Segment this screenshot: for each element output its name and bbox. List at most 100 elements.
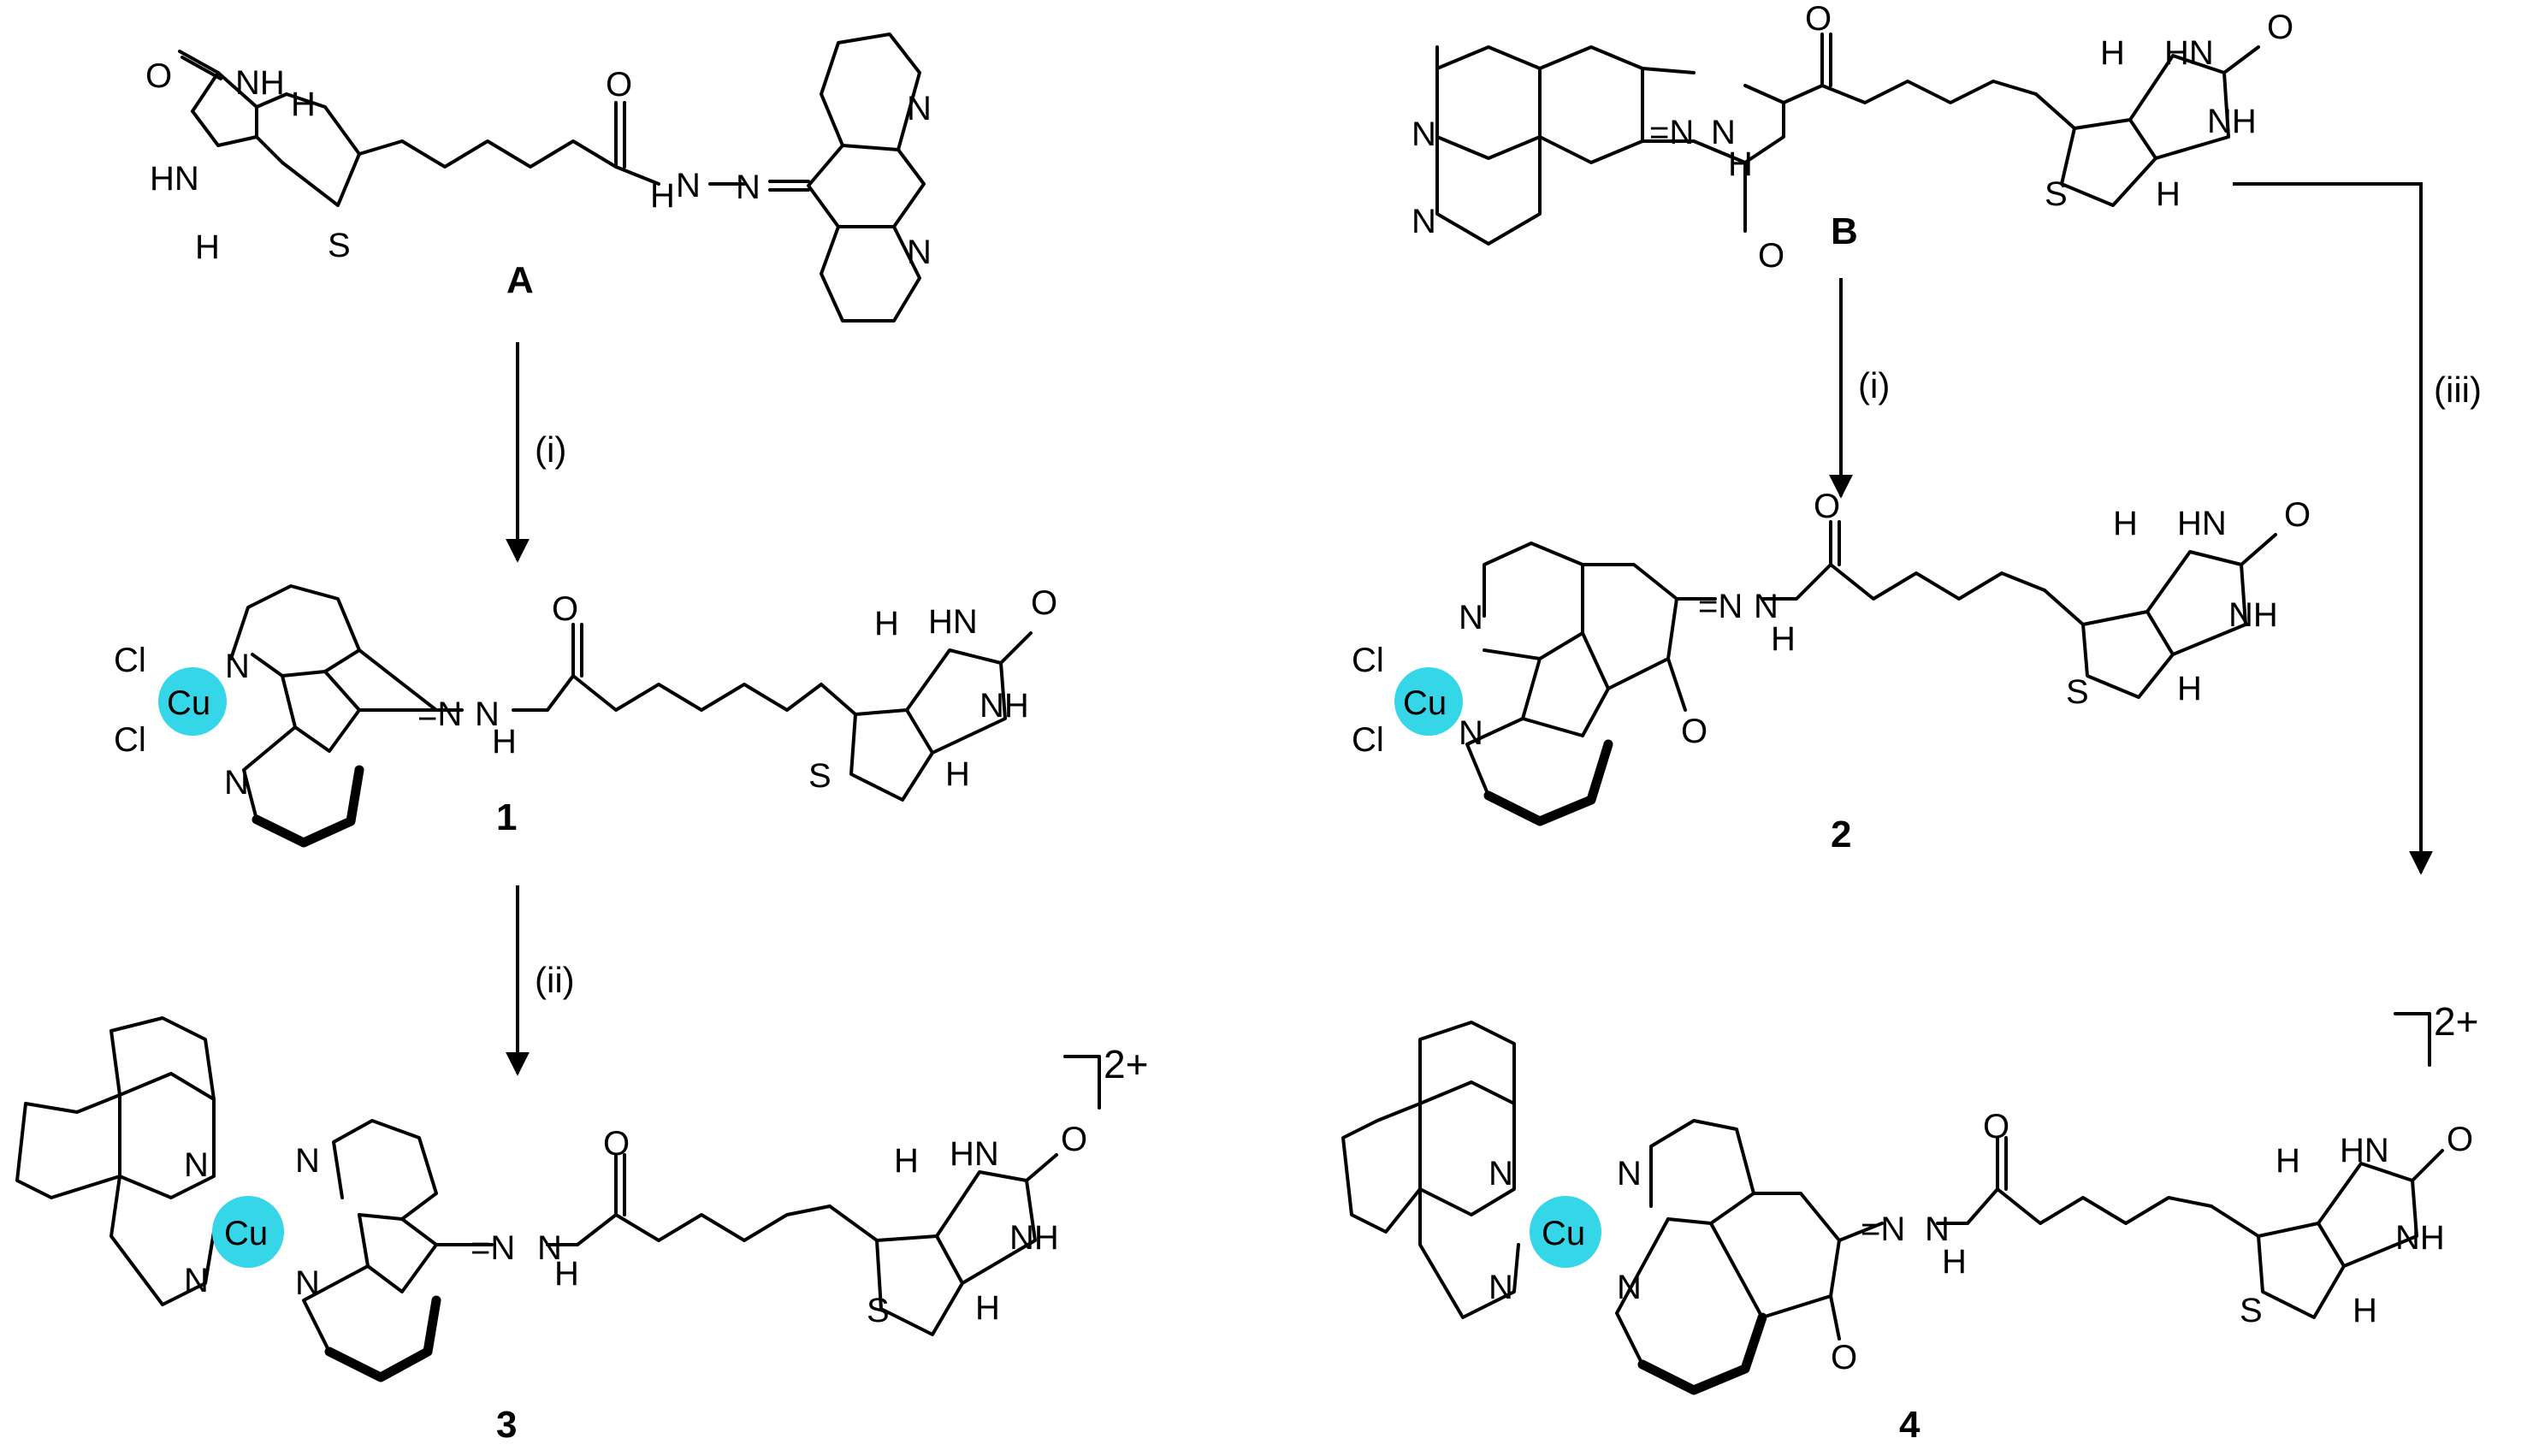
compound-label-B: B [1831, 210, 1858, 252]
compound-label-4: 4 [1899, 1404, 1921, 1446]
atom-label: H [650, 177, 675, 215]
atom-label: O [1805, 0, 1832, 38]
atom-label: H [874, 605, 899, 642]
atom-label: Cu [1542, 1215, 1585, 1252]
copper-center-4: Cu [1530, 1196, 1601, 1268]
atom-label: N [184, 1262, 209, 1299]
atom-label: H [2353, 1292, 2377, 1329]
compound-2 [1465, 520, 2277, 826]
atom-label: H [2156, 175, 2181, 213]
atom-label: =N [1861, 1210, 1905, 1248]
atom-label: N [907, 234, 932, 271]
reaction-arrow-iii [2233, 182, 2433, 875]
atom-label: Cu [224, 1215, 268, 1252]
copper-center-1: Cu [158, 667, 227, 736]
atom-label: HN [2340, 1132, 2389, 1169]
atom-label: H [2177, 670, 2202, 707]
compound-label-2: 2 [1831, 814, 1851, 855]
atom-label: N [1925, 1210, 1950, 1248]
atom-label: NH [235, 64, 285, 102]
atom-label: H [1771, 620, 1796, 658]
compound-1-atoms: N N Cl Cl =N N H O H HN O NH S H [114, 584, 1057, 802]
atom-label: N [1617, 1269, 1642, 1306]
atom-label: H [2113, 505, 2138, 542]
condition-ii: (ii) [535, 960, 575, 1000]
compound-3 [15, 1016, 1058, 1382]
atom-label: H [1728, 145, 1753, 183]
atom-label: N [736, 169, 761, 206]
atom-label: H [2100, 34, 2125, 72]
atom-label: Cu [1403, 684, 1447, 722]
atom-label: N [1459, 714, 1483, 752]
atom-label: NH [1009, 1219, 1059, 1257]
compound-4-atoms: N N N N =N N H O O H HN O NH S H [1488, 1108, 2473, 1376]
compound-1 [229, 584, 1033, 848]
atom-label: O [2447, 1121, 2473, 1158]
atom-label: Cl [1352, 721, 1384, 759]
charge-label-4: 2+ [2434, 999, 2478, 1044]
condition-i-right: (i) [1858, 365, 1890, 405]
compound-label-1: 1 [496, 796, 517, 838]
atom-label: =N [417, 695, 462, 733]
atom-label: O [2284, 496, 2311, 534]
atom-label: S [2066, 673, 2089, 711]
compound-3-atoms: N N N N =N N H O H HN O NH S H [184, 1121, 1087, 1329]
atom-label: S [867, 1292, 890, 1329]
copper-atom-highlight [158, 667, 227, 736]
atom-label: O [606, 66, 632, 104]
atom-label: O [1681, 713, 1707, 750]
copper-center-2: Cu [1394, 667, 1463, 736]
atom-label: O [1758, 237, 1784, 275]
atom-label: O [1814, 488, 1840, 525]
compound-A-atoms: O NH H HN H S O H N N N N [145, 57, 932, 271]
atom-label: O [2267, 9, 2293, 46]
atom-label: N [676, 167, 701, 204]
atom-label: O [603, 1125, 630, 1163]
atom-label: N [1488, 1155, 1513, 1193]
copper-atom-highlight [1530, 1196, 1601, 1268]
atom-label: N [224, 764, 249, 802]
atom-label: N [1412, 115, 1436, 153]
atom-label: N [184, 1146, 209, 1184]
atom-label: Cl [114, 721, 146, 759]
atom-label: Cl [114, 642, 146, 679]
atom-label: N [1488, 1269, 1513, 1306]
compound-2-atoms: N N Cl Cl =N N H O O H HN O NH S H [1352, 488, 2311, 759]
atom-label: Cl [1352, 642, 1384, 679]
condition-i-left: (i) [535, 429, 566, 470]
charge-bracket [1063, 1055, 1101, 1110]
condition-iii: (iii) [2434, 370, 2482, 410]
atom-label: S [808, 757, 832, 795]
atom-label: O [1983, 1108, 2009, 1145]
atom-label: N [295, 1264, 320, 1302]
atom-label: NH [979, 687, 1029, 725]
atom-label: HN [2164, 34, 2214, 72]
compound-B [1435, 33, 2260, 246]
copper-atom-highlight [212, 1196, 284, 1268]
atom-label: H [945, 755, 970, 793]
atom-label: N [295, 1142, 320, 1180]
atom-label: N [1412, 203, 1436, 240]
atom-label: H [1942, 1243, 1967, 1281]
atom-label: N [1459, 599, 1483, 636]
atom-label: O [552, 590, 578, 628]
atom-label: NH [2395, 1219, 2445, 1257]
compound-label-3: 3 [496, 1404, 517, 1446]
atom-label: NH [2228, 596, 2278, 634]
atom-label: H [975, 1289, 1000, 1327]
atom-label: N [225, 648, 250, 685]
atom-label: N [1711, 114, 1736, 151]
atom-label: S [328, 227, 351, 264]
copper-center-3: Cu [212, 1196, 284, 1268]
charge-label-3: 2+ [1104, 1042, 1148, 1086]
atom-label: H [195, 228, 220, 266]
atom-label: =N [1698, 588, 1743, 625]
atom-label: H [554, 1255, 579, 1293]
atom-label: N [1617, 1155, 1642, 1193]
atom-label: HN [2177, 505, 2227, 542]
atom-label: O [145, 57, 172, 95]
compound-B-atoms: N N =N N H O O H HN O NH S H [1412, 0, 2293, 275]
atom-label: O [1031, 584, 1057, 622]
atom-label: H [291, 86, 316, 123]
